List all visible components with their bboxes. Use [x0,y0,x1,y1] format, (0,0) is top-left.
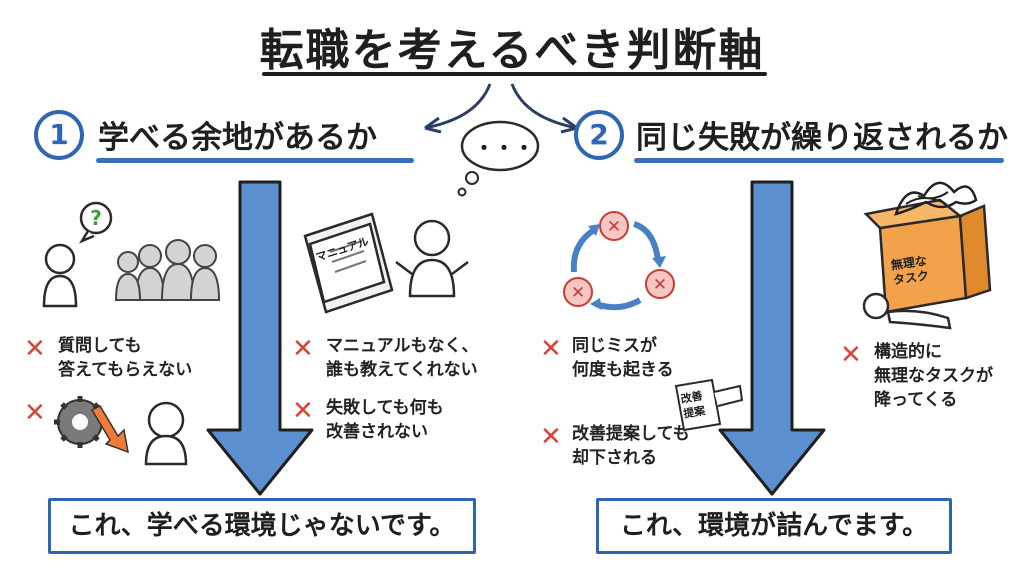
shrugging-person-icon [395,219,469,298]
right-heading: 同じ失敗が繰り返されるか [636,120,1008,156]
cross-icon: ✕ [292,334,314,364]
task-box-icon [863,181,992,314]
cross-icon: ✕ [540,334,562,364]
left-item-3: 失敗しても何も 改善されない [326,398,444,442]
confused-person-icon [42,201,113,308]
cross-icon: ✕ [292,396,314,426]
thought-bubble-icon [457,120,540,197]
down-arrow-left-icon [206,180,314,496]
broken-gear-icon [54,396,129,454]
crushed-person-icon [862,292,952,330]
down-arrow-right-icon [718,180,826,496]
left-item-1: 質問しても 答えてもらえない [58,336,193,380]
proposal-paper-icon [674,378,744,432]
question-mark-icon: ? [90,206,102,230]
svg-text:✕: ✕ [571,283,585,303]
page-title: 転職を考えるべき判断軸 [259,25,765,76]
right-heading-underline [634,158,1004,163]
right-item-3: 構造的に 無理なタスクが 降ってくる [874,342,993,410]
worried-person-icon [144,401,188,466]
svg-text:✕: ✕ [653,275,667,295]
cross-icon: ✕ [540,422,562,452]
right-item-2: 改善提案しても 却下される [572,424,690,468]
curved-arrow-right [510,83,578,130]
curved-arrow-left [424,83,492,130]
number-badge-2: 2 [574,110,624,160]
svg-text:✕: ✕ [607,217,621,237]
right-conclusion-box: これ、環境が詰んでます。 [596,498,952,554]
task-box-label: 無理な タスク [890,253,930,288]
cross-icon: ✕ [24,334,46,364]
number-badge-1: 1 [34,110,84,160]
crowd-icon [114,239,221,301]
left-heading: 学べる余地があるか [98,120,377,156]
left-item-2: マニュアルもなく、 誰も教えてくれない [326,336,479,380]
bubble-dots: ・・・ [474,136,534,160]
right-item-1: 同じミスが 何度も起きる [572,336,674,380]
left-heading-underline [96,158,414,163]
cross-icon: ✕ [840,340,862,370]
title-underline [262,72,767,76]
mistake-cycle-icon: ✕ ✕ ✕ [563,211,675,311]
cross-icon: ✕ [24,398,46,428]
manual-book-icon [303,212,394,314]
left-conclusion-box: これ、学べる環境じゃないです。 [48,498,476,554]
